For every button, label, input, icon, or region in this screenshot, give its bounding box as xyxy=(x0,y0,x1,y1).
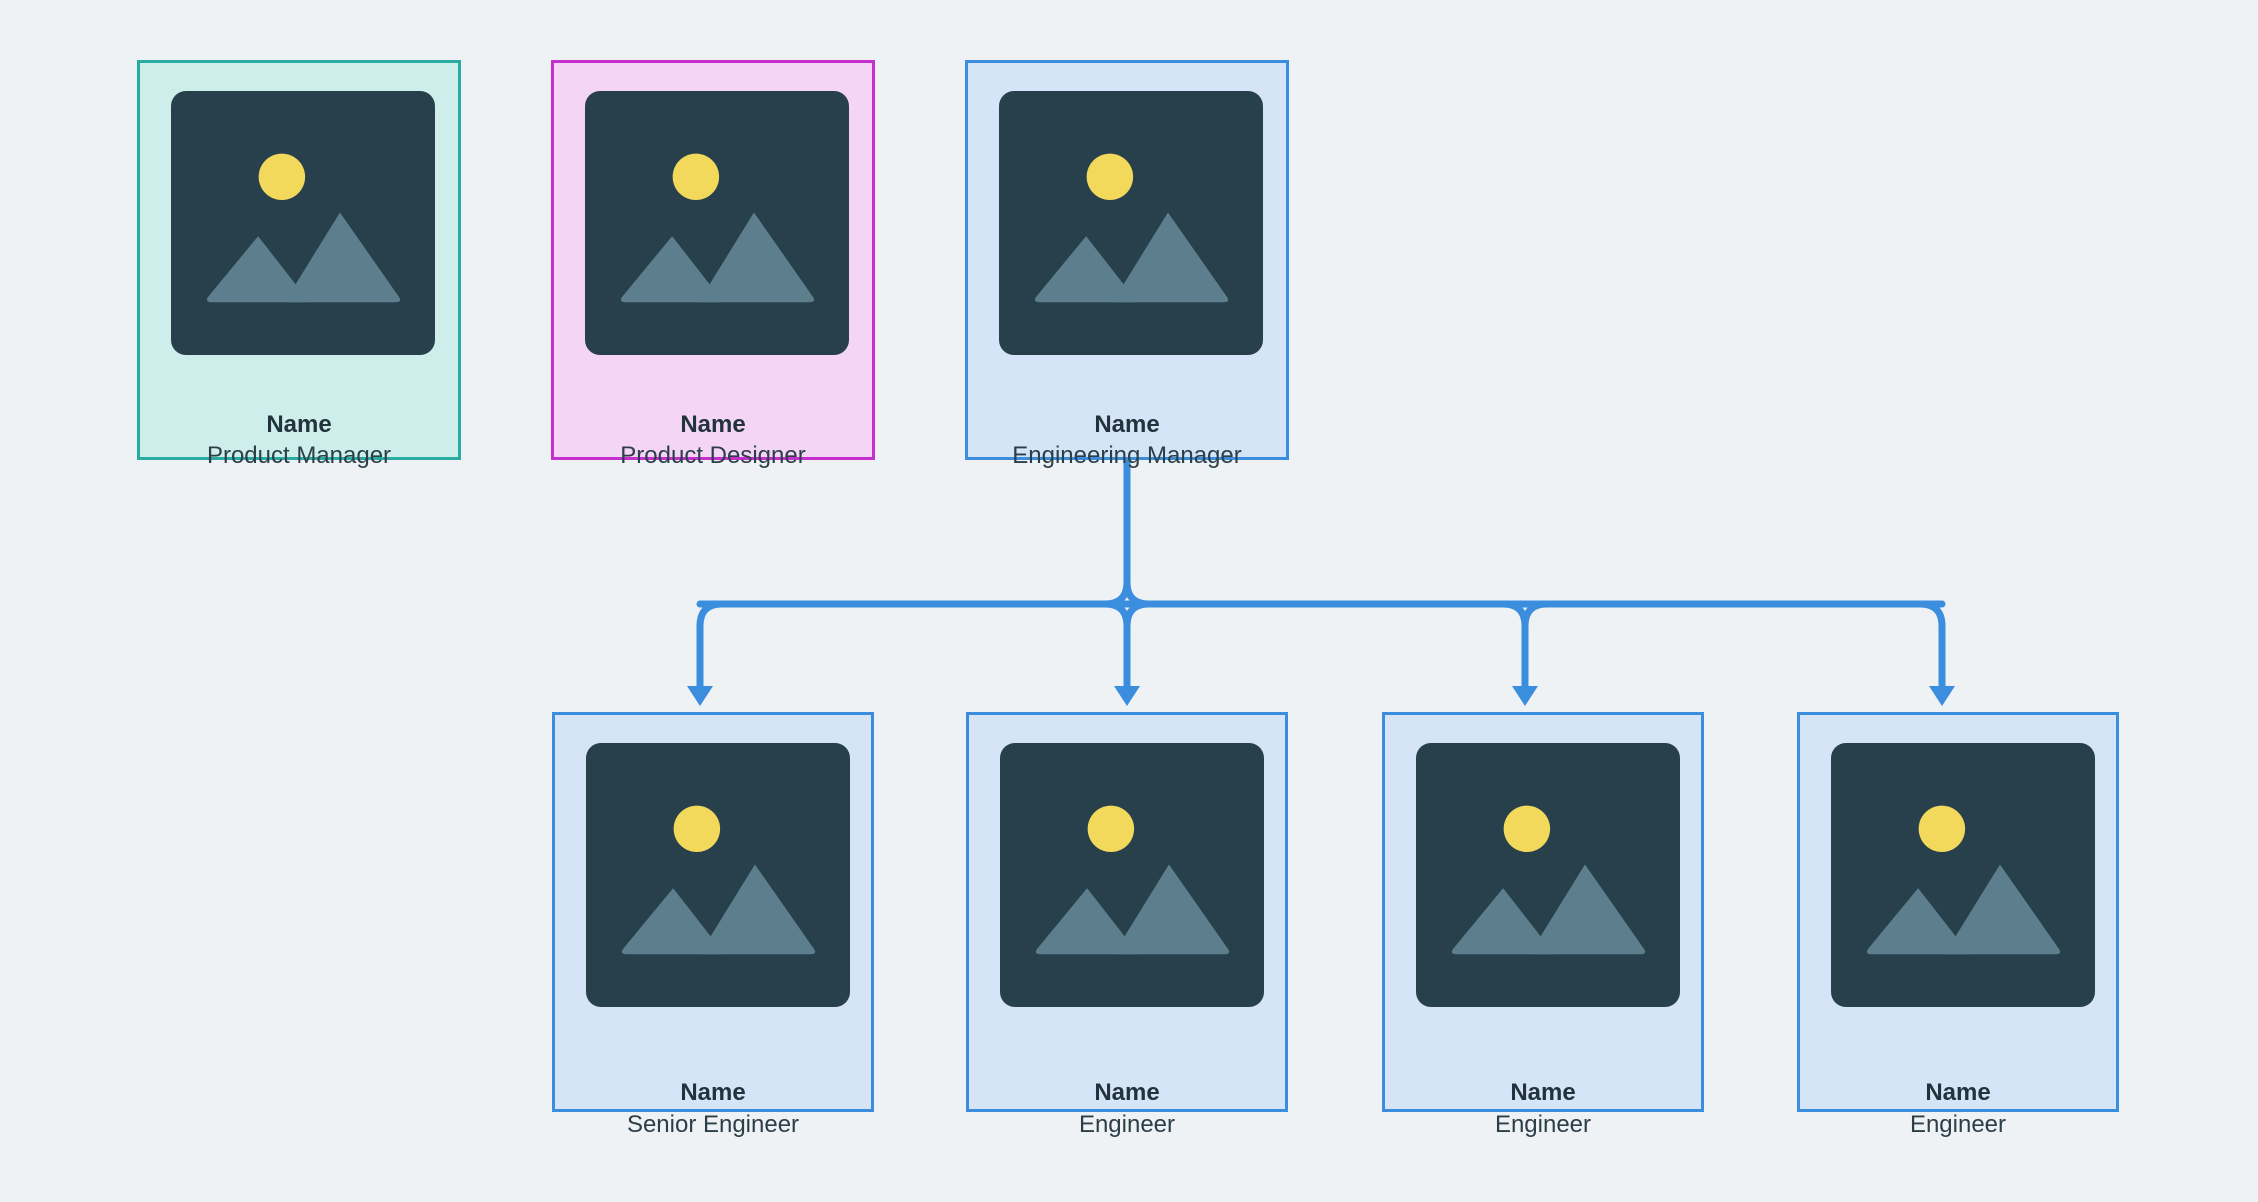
connector-branch-3 xyxy=(1499,600,1551,690)
person-role: Product Manager xyxy=(206,442,392,469)
person-role: Product Designer xyxy=(620,442,806,469)
mountain-icon xyxy=(699,864,816,955)
mountain-icon xyxy=(621,888,725,955)
mountain-icon xyxy=(1944,864,2061,955)
person-name: Name xyxy=(266,411,332,438)
person-role: Engineer xyxy=(1494,1111,1592,1138)
image-placeholder-icon xyxy=(1416,743,1680,1007)
person-name: Name xyxy=(680,411,746,438)
photo-illustration xyxy=(621,805,816,955)
arrow-down-icon xyxy=(687,686,713,706)
mountain-icon xyxy=(1034,236,1138,303)
photo-illustration xyxy=(1866,805,2061,955)
image-placeholder-icon xyxy=(1000,743,1264,1007)
mountain-icon xyxy=(284,212,401,303)
sun-icon xyxy=(1503,805,1551,853)
person-role: Senior Engineer xyxy=(626,1111,800,1138)
photo-illustration xyxy=(206,153,401,303)
mountain-icon xyxy=(1113,864,1230,955)
photo-illustration xyxy=(1451,805,1646,955)
arrow-down-icon xyxy=(1512,686,1538,706)
image-placeholder-icon xyxy=(586,743,850,1007)
mountain-icon xyxy=(698,212,815,303)
mountain-icon xyxy=(620,236,724,303)
photo-illustration xyxy=(1035,805,1230,955)
connector-trunk-fillet-right xyxy=(1123,578,1153,608)
person-name: Name xyxy=(1510,1079,1576,1106)
connector-trunk-fillet-left xyxy=(1101,578,1131,608)
image-placeholder-icon xyxy=(171,91,435,355)
person-name: Name xyxy=(680,1079,746,1106)
sun-icon xyxy=(672,153,720,201)
connector-branch-2 xyxy=(1101,600,1153,690)
arrow-down-icon xyxy=(1929,686,1955,706)
sun-icon xyxy=(1086,153,1134,201)
mountain-icon xyxy=(1035,888,1139,955)
mountain-icon xyxy=(1451,888,1555,955)
sun-icon xyxy=(1087,805,1135,853)
arrow-down-icon xyxy=(1114,686,1140,706)
sun-icon xyxy=(673,805,721,853)
person-role: Engineer xyxy=(1078,1111,1176,1138)
connector-branch-4 xyxy=(1916,600,1946,690)
mountain-icon xyxy=(1866,888,1970,955)
mountain-icon xyxy=(1529,864,1646,955)
mountain-icon xyxy=(206,236,310,303)
connector-horizontal-bar xyxy=(696,600,1946,630)
photo-illustration xyxy=(620,153,815,303)
photo-illustration xyxy=(1034,153,1229,303)
person-name: Name xyxy=(1094,411,1160,438)
image-placeholder-icon xyxy=(585,91,849,355)
image-placeholder-icon xyxy=(999,91,1263,355)
connector-branch-1 xyxy=(696,600,726,690)
mountain-icon xyxy=(1112,212,1229,303)
person-name: Name xyxy=(1094,1079,1160,1106)
person-name: Name xyxy=(1925,1079,1991,1106)
person-role: Engineer xyxy=(1909,1111,2007,1138)
person-role: Engineering Manager xyxy=(1012,442,1242,469)
image-placeholder-icon xyxy=(1831,743,2095,1007)
sun-icon xyxy=(1918,805,1966,853)
sun-icon xyxy=(258,153,306,201)
